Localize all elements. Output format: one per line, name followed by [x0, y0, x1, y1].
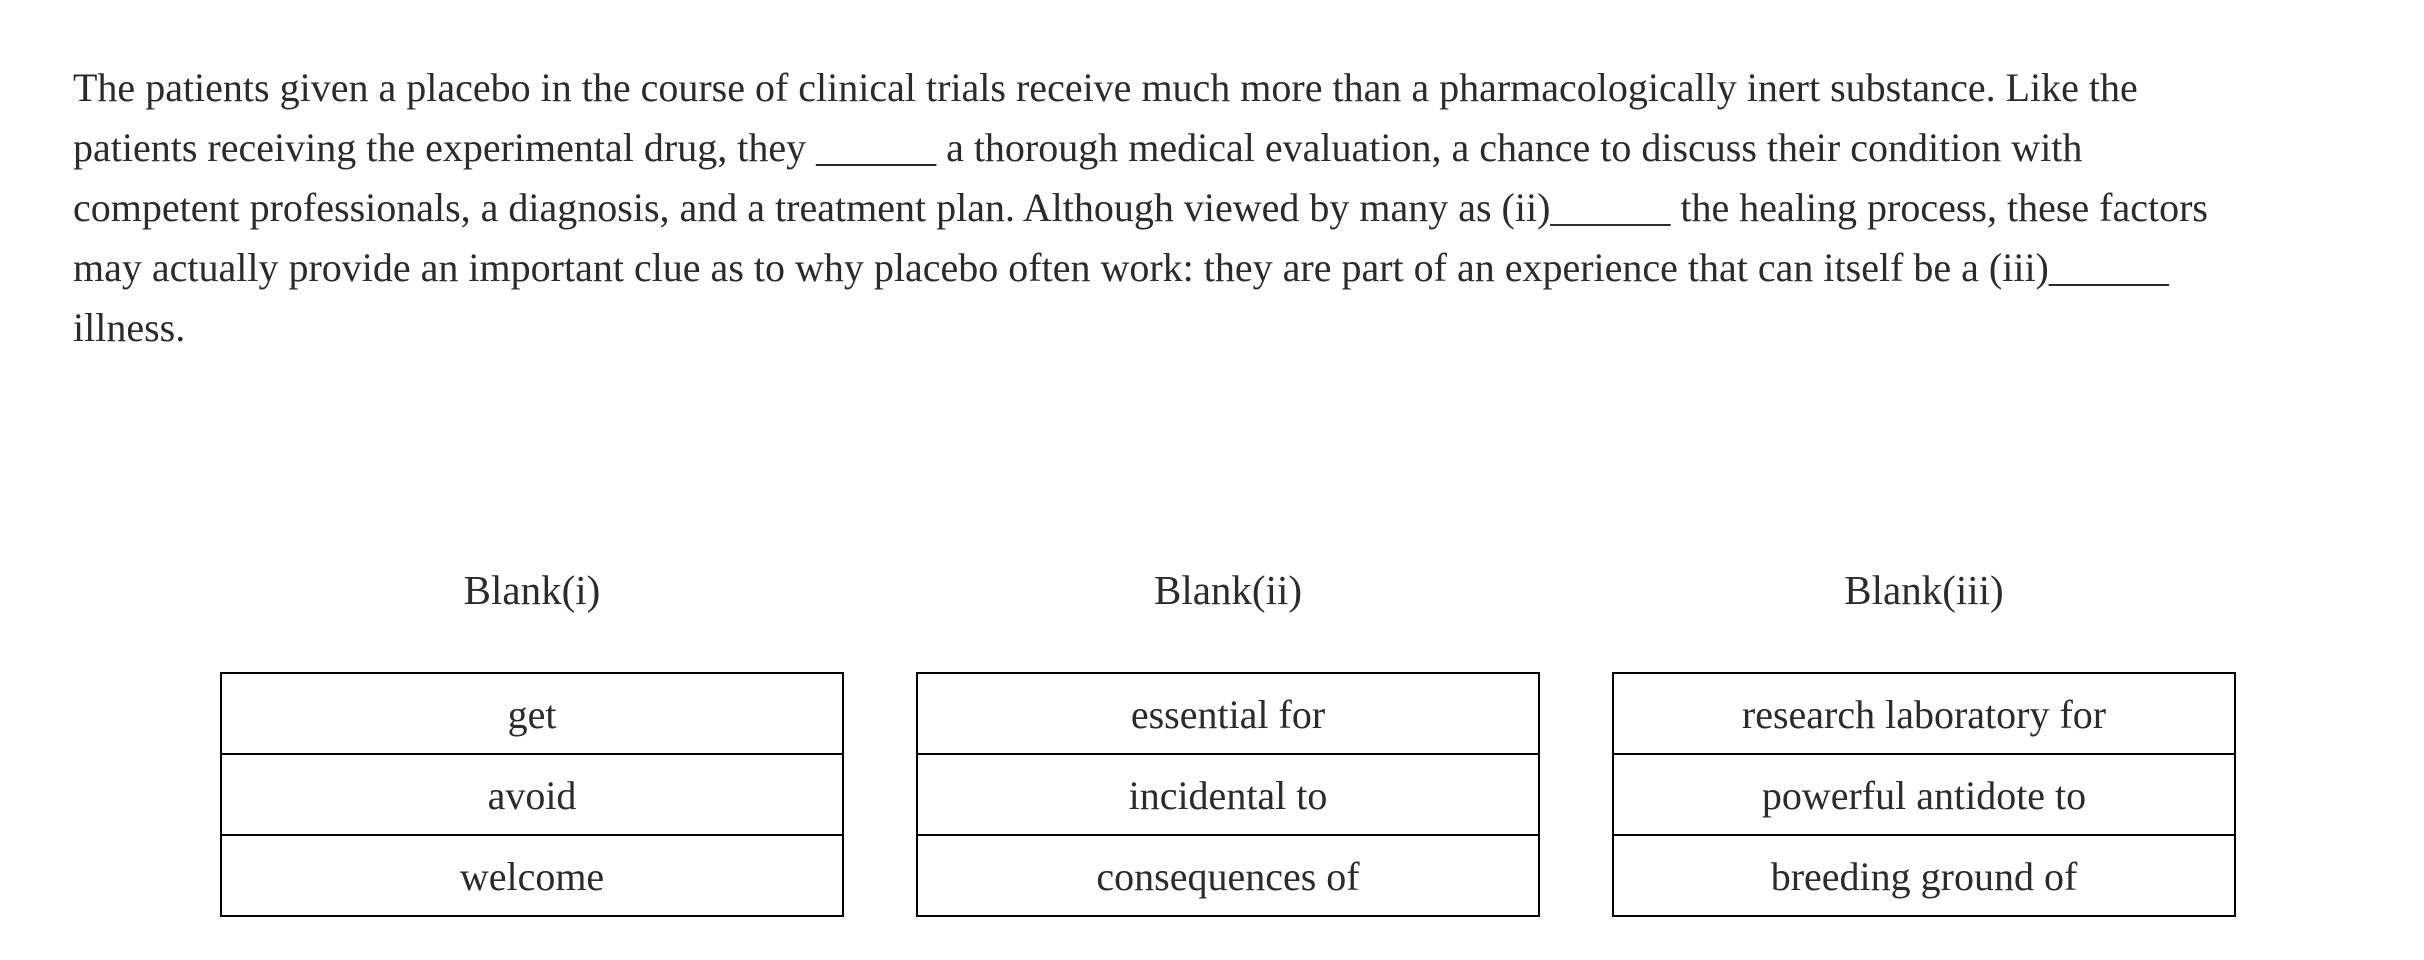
blank-i-option-avoid[interactable]: avoid — [222, 755, 842, 836]
passage-line: The patients given a placebo in the cour… — [73, 65, 2138, 110]
blank-ii-options: essential for incidental to consequences… — [916, 672, 1540, 917]
passage-line: may actually provide an important clue a… — [73, 245, 2169, 290]
blank-iii-label: Blank(iii) — [1844, 567, 2004, 613]
blank-iii-column: Blank(iii) research laboratory for power… — [1612, 560, 2236, 917]
blank-i-option-get[interactable]: get — [222, 674, 842, 755]
blank-ii-option-essential-for[interactable]: essential for — [918, 674, 1538, 755]
blank-i-option-welcome[interactable]: welcome — [459, 854, 605, 899]
passage-line: patients receiving the experimental drug… — [73, 125, 2083, 170]
blank-iii-option-powerful-antidote-to[interactable]: powerful antidote to — [1614, 755, 2234, 836]
blank-iii-option-breeding-ground-of[interactable]: breeding ground of — [1770, 854, 2078, 899]
passage-line: illness. — [73, 305, 186, 350]
question-passage: The patients given a placebo in the cour… — [73, 58, 2373, 358]
blank-ii-option-consequences-of[interactable]: consequences of — [1096, 854, 1360, 899]
passage-line: competent professionals, a diagnosis, an… — [73, 185, 2208, 230]
blank-ii-option-incidental-to[interactable]: incidental to — [918, 755, 1538, 836]
blank-i-column: Blank(i) get avoid welcome — [220, 560, 844, 917]
blank-iii-option-research-laboratory-for[interactable]: research laboratory for — [1614, 674, 2234, 755]
blank-iii-options: research laboratory for powerful antidot… — [1612, 672, 2236, 917]
blank-i-label: Blank(i) — [463, 567, 601, 613]
blank-i-options: get avoid welcome — [220, 672, 844, 917]
blank-ii-column: Blank(ii) essential for incidental to co… — [916, 560, 1540, 917]
blank-ii-label: Blank(ii) — [1153, 567, 1303, 613]
